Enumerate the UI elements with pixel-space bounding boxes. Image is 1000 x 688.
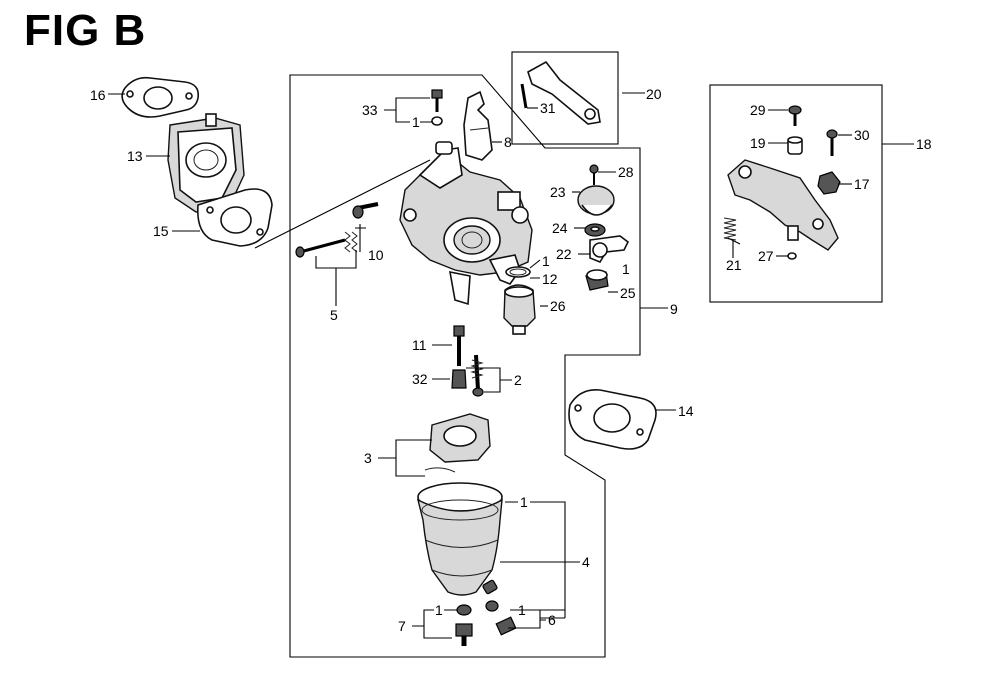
callout-31: 31 [540,100,556,116]
clip-27 [787,252,797,260]
callout-10: 10 [368,247,384,263]
callout-1-clip: 1 [622,261,630,277]
screw-33 [431,89,443,126]
callout-1-washer: 1 [435,602,443,618]
callout-13: 13 [127,148,143,164]
callout-14: 14 [678,403,694,419]
callout-22: 22 [556,246,572,262]
spring-21 [723,217,741,245]
insulator-13 [167,113,245,213]
gasket-16 [121,76,200,118]
drain-bolt-7 [455,604,473,646]
callout-29: 29 [750,102,766,118]
clip-22 [589,235,630,263]
callout-30: 30 [854,127,870,143]
callout-28: 28 [618,164,634,180]
washer-24 [584,223,606,237]
callout-21: 21 [726,257,742,273]
callout-11: 11 [412,337,427,353]
callout-8: 8 [504,134,512,150]
screw-29 [788,105,802,126]
governor-bracket-frame [709,84,883,303]
callout-32: 32 [412,371,428,387]
figure-title: FIG B [24,6,147,55]
callout-9: 9 [670,301,678,317]
drain-screw-6 [485,600,517,636]
float-3 [424,413,491,473]
callout-2: 2 [514,372,522,388]
callout-5: 5 [330,307,338,323]
plunger-26 [503,284,536,335]
callout-6: 6 [548,612,556,628]
callout-17: 17 [854,176,870,192]
callout-25: 25 [620,285,636,301]
o-ring-12 [505,266,531,278]
screw-28 [589,164,599,185]
callout-24: 24 [552,220,568,236]
collar-19 [787,136,803,155]
callout-20: 20 [646,86,662,102]
nut-17 [817,171,841,195]
bracket-18 [727,159,839,251]
vent-tube-8 [463,90,493,161]
callout-26: 26 [550,298,566,314]
gasket-14 [568,388,657,450]
choke-arm-frame [511,51,619,145]
carburetor-body [399,141,533,306]
choke-arm-20 [520,60,601,125]
callout-4: 4 [582,554,590,570]
callout-1-drain: 1 [518,602,526,618]
callout-19: 19 [750,135,766,151]
throttle-stop-screw-5 [295,231,358,258]
main-jet-32 [451,369,467,389]
callout-7: 7 [398,618,406,634]
callout-15: 15 [153,223,169,239]
jet-25 [585,269,609,291]
callout-18: 18 [916,136,932,152]
main-jet-holder-11 [453,325,465,366]
callout-1-bowl: 1 [520,494,528,510]
pilot-screw-10 [352,202,379,219]
callout-23: 23 [550,184,566,200]
float-bowl-4 [416,482,503,596]
float-needle-2 [470,354,484,397]
cap-23 [577,185,615,216]
main-assembly-frame [289,74,641,658]
callout-27: 27 [758,248,774,264]
callout-1-screw: 1 [412,114,420,130]
callout-1-oring: 1 [542,253,550,269]
callout-12: 12 [542,271,558,287]
callout-3: 3 [364,450,372,466]
callout-16: 16 [90,87,106,103]
callout-33: 33 [362,102,378,118]
gasket-15 [196,188,273,247]
screw-30 [826,129,838,156]
